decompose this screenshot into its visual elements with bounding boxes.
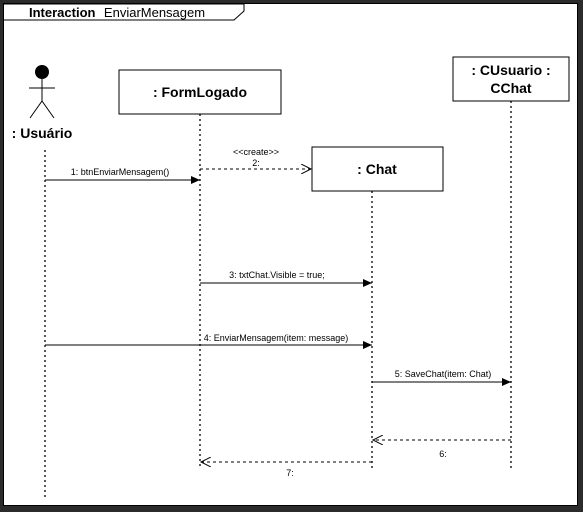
- message-6-return: 6:: [373, 440, 511, 459]
- message-2-label: 2:: [252, 158, 260, 168]
- message-3: 3: txtChat.Visible = true;: [200, 270, 372, 287]
- message-5: 5: SaveChat(item: Chat): [372, 369, 511, 386]
- object-formlogado-label: : FormLogado: [153, 84, 247, 100]
- frame-title-tab: Interaction EnviarMensagem: [4, 3, 245, 21]
- object-cusuario: : CUsuario : CChat: [452, 56, 570, 102]
- object-formlogado: : FormLogado: [118, 69, 282, 115]
- actor-head-icon: [35, 65, 49, 79]
- message-7-label: 7:: [286, 468, 294, 478]
- object-chat-label: : Chat: [357, 161, 397, 177]
- object-chat: : Chat: [311, 146, 444, 192]
- message-7-return: 7:: [201, 462, 372, 478]
- message-6-label: 6:: [439, 449, 447, 459]
- message-1: 1: btnEnviarMensagem(): [45, 167, 200, 184]
- message-2-stereotype: <<create>>: [233, 147, 279, 157]
- message-2-create: <<create>> 2:: [200, 147, 311, 169]
- message-4: 4: EnviarMensagem(item: message): [45, 333, 372, 349]
- frame-title-name: EnviarMensagem: [104, 5, 205, 20]
- message-5-label: 5: SaveChat(item: Chat): [395, 369, 492, 379]
- message-1-label: 1: btnEnviarMensagem(): [71, 167, 170, 177]
- frame-title-keyword: Interaction: [29, 5, 96, 20]
- actor-label: : Usuário: [12, 125, 73, 141]
- message-4-label: 4: EnviarMensagem(item: message): [204, 333, 349, 343]
- svg-text:Interaction EnviarMensag: Interaction EnviarMensagem: [29, 4, 205, 21]
- message-3-label: 3: txtChat.Visible = true;: [229, 270, 325, 280]
- actor-usuario: : Usuário: [12, 65, 73, 141]
- object-cusuario-label-line1: : CUsuario :: [471, 62, 550, 78]
- object-cusuario-label-line2: CChat: [490, 80, 532, 96]
